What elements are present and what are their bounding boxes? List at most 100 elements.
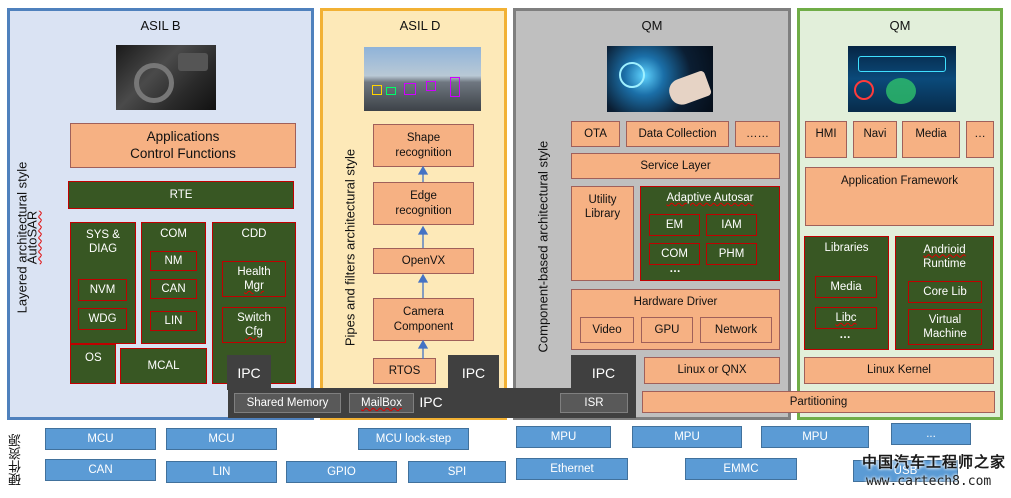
isr-box: ISR: [560, 393, 628, 413]
hw-mcu-1: MCU: [45, 428, 156, 450]
library-label: Library: [584, 208, 621, 221]
asil-d-title: ASIL D: [399, 18, 441, 33]
qm-android-title: QM: [889, 18, 911, 33]
hw-usb: USB: [853, 460, 958, 482]
hw-can: CAN: [45, 459, 156, 481]
media-app-box: Media: [902, 121, 960, 158]
ipc-bar-label: IPC: [419, 394, 443, 411]
openvx-label: OpenVX: [401, 254, 446, 267]
asil-b-autosar-label: AutoSAR: [24, 210, 40, 265]
hmi-box: HMI: [805, 121, 847, 158]
hw-ethernet: Ethernet: [516, 458, 628, 480]
data-collection-box: Data Collection: [626, 121, 729, 147]
network-label: Network: [714, 323, 758, 336]
hmi-label: HMI: [815, 128, 837, 140]
iam-label: IAM: [721, 218, 742, 231]
com-ara-label: COM: [661, 247, 688, 260]
adaptive-more-dots: …: [669, 262, 681, 275]
watermark-title: 中国汽车工程师之家: [862, 453, 1007, 471]
data-collection-label: Data Collection: [638, 127, 717, 140]
video-box: Video: [580, 317, 634, 343]
ipc-asil-d-label: IPC: [461, 364, 486, 381]
ipc-asil-b-label: IPC: [237, 364, 261, 381]
android-runtime-label: Andrioid Runtime: [895, 241, 994, 273]
video-label: Video: [592, 323, 622, 336]
steering-wheel-image: [116, 45, 216, 110]
applications-label: Applications: [146, 128, 220, 144]
network-box: Network: [700, 317, 772, 343]
pipeline-arrows: [417, 165, 429, 359]
rte-box: RTE: [68, 181, 294, 209]
wdg-box: WDG: [78, 308, 127, 330]
switch-cfg-box: Switch Cfg: [222, 307, 286, 343]
libraries-more-dots: …: [839, 328, 851, 341]
ota-box: OTA: [571, 121, 620, 147]
ota-label: OTA: [584, 127, 607, 140]
hw-gpio: GPIO: [286, 461, 397, 483]
adaptive-text: Adaptive Autosar: [666, 191, 754, 204]
linux-qnx-label: Linux or QNX: [677, 364, 747, 377]
mgr-label: Mgr: [244, 280, 264, 292]
touch-dashboard-image: [607, 46, 713, 112]
cfg-label: Cfg: [245, 326, 263, 338]
wdg-label: WDG: [88, 312, 117, 325]
hw-emmc: EMMC: [685, 458, 797, 480]
nvm-box: NVM: [78, 279, 127, 301]
hw-lin: LIN: [166, 461, 277, 483]
mailbox-label: MailBox: [361, 396, 402, 409]
asil-b-title: ASIL B: [140, 18, 181, 33]
virtual-label: Virtual: [928, 313, 962, 326]
rtos-label: RTOS: [388, 364, 421, 377]
control-functions-label: Control Functions: [130, 145, 236, 161]
edge-recognition-box: Edge recognition: [373, 182, 474, 225]
nm-box: NM: [150, 251, 197, 271]
watermark-url: www.cartech8.com: [866, 474, 992, 489]
runtime-label: Runtime: [923, 258, 966, 270]
partitioning-box: Partitioning: [642, 391, 995, 413]
ipc-asil-b-tab: IPC: [227, 355, 271, 390]
ipc-qm-tab: IPC: [571, 355, 636, 390]
media-lib-box: Media: [815, 276, 877, 298]
linux-qnx-box: Linux or QNX: [644, 357, 780, 384]
digital-cockpit-image: [848, 46, 956, 112]
core-lib-label: Core Lib: [923, 285, 967, 298]
gpu-label: GPU: [654, 323, 680, 336]
qm-component-title: QM: [641, 18, 663, 33]
gpu-box: GPU: [641, 317, 693, 343]
shape-recognition-box: Shape recognition: [373, 124, 474, 167]
nvm-label: NVM: [89, 283, 116, 296]
lin-label: LIN: [164, 314, 183, 327]
rtos-box: RTOS: [373, 358, 436, 384]
isr-label: ISR: [584, 396, 604, 409]
nm-label: NM: [164, 254, 183, 267]
core-lib-box: Core Lib: [908, 281, 982, 303]
navi-box: Navi: [853, 121, 897, 158]
machine-label: Machine: [923, 328, 967, 340]
lin-box: LIN: [150, 311, 197, 331]
more-apps-box: ……: [735, 121, 780, 147]
openvx-box: OpenVX: [373, 248, 474, 274]
health-label: Health: [237, 265, 271, 278]
hw-mpu-2: MPU: [632, 426, 742, 448]
utility-label: Utility: [588, 194, 617, 206]
shape-recognition-label: Shape recognition: [395, 132, 452, 159]
more-apps-label: ……: [746, 127, 769, 140]
sys-diag-label: SYS & DIAG: [70, 226, 136, 258]
libc-label: Libc: [835, 311, 857, 324]
mcal-box: MCAL: [120, 348, 207, 384]
android-label: Andrioid: [923, 243, 966, 256]
edge-recognition-label: Edge recognition: [395, 190, 452, 217]
service-layer-label: Service Layer: [640, 159, 711, 172]
application-framework-box: Application Framework: [805, 167, 994, 226]
em-box: EM: [649, 214, 700, 236]
hw-mcu-lockstep: MCU lock-step: [358, 428, 469, 450]
switch-label: Switch: [237, 311, 271, 324]
ipc-qm-label: IPC: [591, 364, 616, 381]
hw-mcu-2: MCU: [166, 428, 277, 450]
adaptive-autosar-label: Adaptive Autosar: [640, 190, 780, 206]
media-lib-label: Media: [830, 280, 862, 293]
phm-label: PHM: [718, 247, 745, 260]
more-android-apps-label: …: [974, 128, 986, 140]
shared-memory-box: Shared Memory: [234, 393, 341, 413]
utility-library-box: Utility Library: [571, 186, 634, 281]
